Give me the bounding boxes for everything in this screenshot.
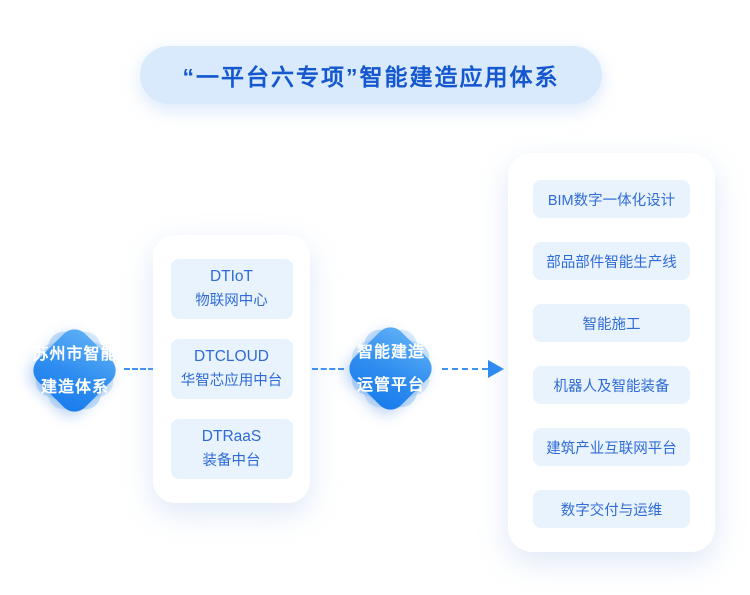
platform-panel: DTIoT 物联网中心 DTCLOUD 华智芯应用中台 DTRaaS 装备中台: [153, 235, 310, 503]
application-item-robots-equipment: 机器人及智能装备: [533, 366, 690, 404]
application-item-bim-design: BIM数字一体化设计: [533, 180, 690, 218]
root-node-line2: 建造体系: [40, 379, 109, 396]
platform-item-title: DTRaaS: [201, 428, 262, 445]
hub-node-line1: 智能建造: [356, 344, 425, 361]
title-pill: “一平台六专项”智能建造应用体系: [140, 46, 602, 104]
root-node-line1: 苏州市智能: [32, 346, 118, 363]
hub-node: 智能建造 运管平台: [316, 294, 466, 444]
hub-node-line2: 运管平台: [356, 377, 425, 394]
hub-node-label: 智能建造 运管平台: [357, 336, 425, 402]
dashed-connector-hub-apps: [442, 368, 488, 370]
dashed-connector-root-platform: [124, 368, 154, 370]
root-node: 苏州市智能 建造体系: [0, 296, 150, 446]
platform-item-dtraas: DTRaaS 装备中台: [170, 419, 293, 479]
platform-item-subtitle: 物联网中心: [195, 293, 268, 309]
application-item-digital-delivery: 数字交付与运维: [533, 490, 690, 528]
platform-item-dtcloud: DTCLOUD 华智芯应用中台: [170, 339, 293, 399]
platform-item-title: DTIoT: [209, 268, 254, 285]
application-item-smart-construction: 智能施工: [533, 304, 690, 342]
diagram-title: “一平台六专项”智能建造应用体系: [182, 64, 560, 90]
platform-item-dtiot: DTIoT 物联网中心: [170, 259, 293, 319]
platform-item-title: DTCLOUD: [194, 348, 269, 365]
application-item-industry-internet: 建筑产业互联网平台: [533, 428, 690, 466]
platform-item-subtitle: 华智芯应用中台: [180, 373, 283, 389]
dashed-connector-platform-hub: [312, 368, 344, 370]
platform-item-subtitle: 装备中台: [202, 453, 261, 469]
applications-panel: BIM数字一体化设计 部品部件智能生产线 智能施工 机器人及智能装备 建筑产业互…: [508, 153, 715, 552]
arrow-right-icon: [488, 360, 504, 378]
root-node-label: 苏州市智能 建造体系: [32, 338, 117, 404]
application-item-production-line: 部品部件智能生产线: [533, 242, 690, 280]
